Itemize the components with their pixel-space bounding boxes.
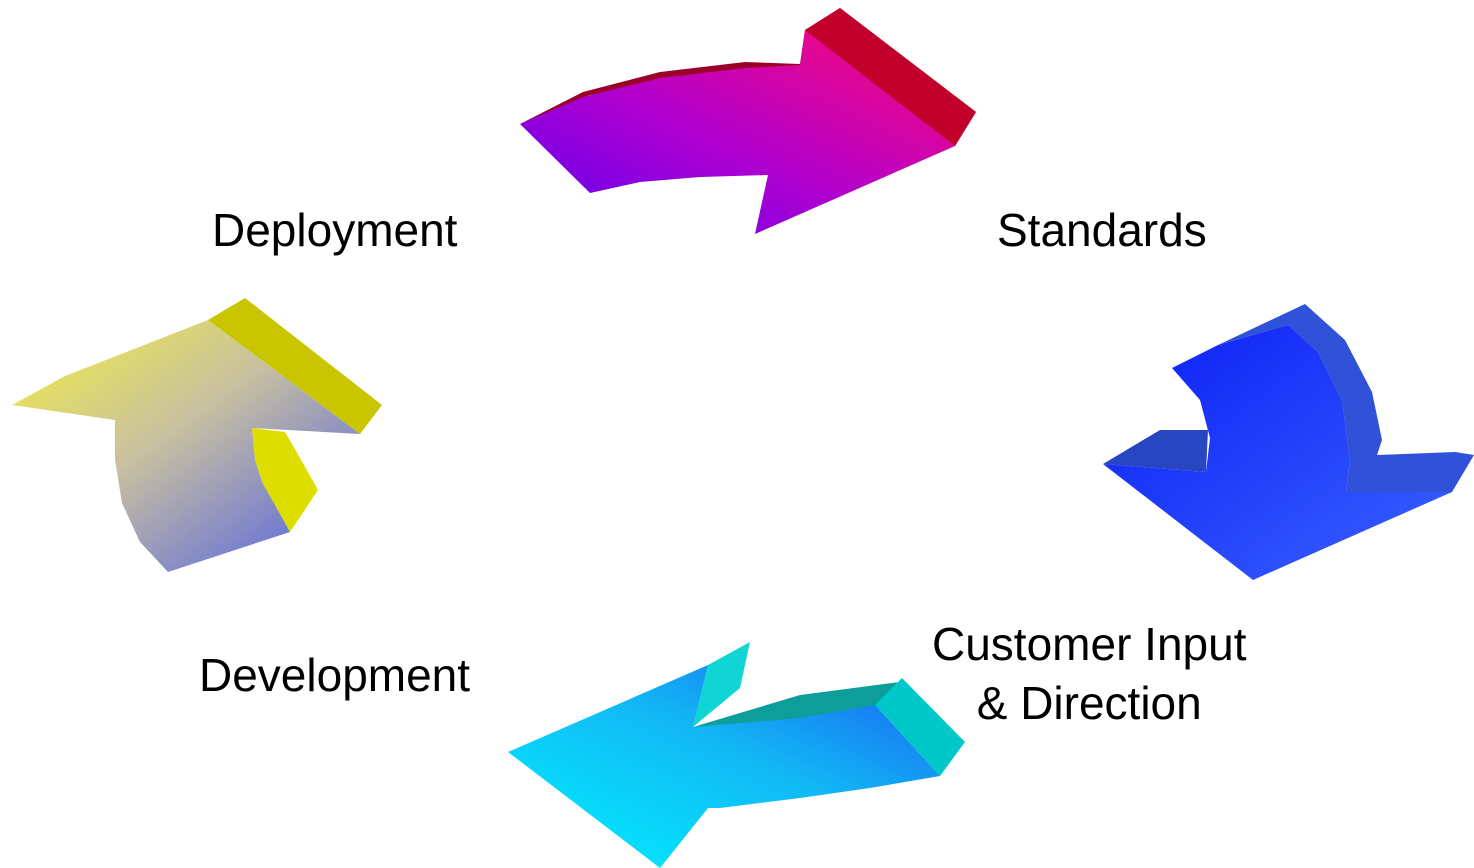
stage-label-standards-text: Standards	[997, 204, 1207, 256]
stage-label-development-text: Development	[199, 649, 471, 701]
arrow-bottom-tail-side	[875, 678, 965, 776]
arrow-bottom-face	[508, 665, 940, 868]
arrow-right-face	[1103, 325, 1452, 580]
arrow-left-top-side	[208, 298, 382, 434]
stage-label-standards: Standards	[997, 201, 1207, 260]
arrow-top-tip-side	[805, 8, 976, 146]
arrow-standards-to-customer	[1103, 304, 1474, 580]
arrow-deployment-to-standards	[520, 8, 976, 234]
stage-label-customer-input: Customer Input & Direction	[932, 615, 1246, 733]
stage-label-development: Development	[199, 646, 470, 705]
arrow-bottom-tip-side	[693, 642, 750, 727]
arrow-right-left-flange	[1103, 430, 1208, 472]
arrow-left-inner-side	[252, 428, 318, 532]
arrow-development-to-deployment	[12, 298, 382, 572]
stage-label-deployment: Deployment	[212, 201, 457, 260]
stage-label-customer-line1: Customer Input	[932, 618, 1247, 670]
arrow-right-side	[1218, 304, 1474, 492]
stage-label-deployment-text: Deployment	[212, 204, 458, 256]
arrow-bottom-side	[693, 682, 905, 727]
stage-label-customer-line2: & Direction	[976, 676, 1202, 729]
arrow-left-face	[12, 320, 360, 572]
arrow-top-face	[520, 30, 955, 234]
arrow-customer-to-development	[508, 642, 965, 868]
